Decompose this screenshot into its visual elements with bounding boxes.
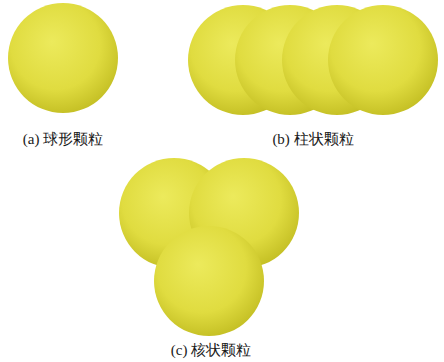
figure-caption: (c) 核状颗粒 <box>171 341 251 359</box>
columnar-particle <box>188 5 438 115</box>
nuclear-particle <box>119 158 299 336</box>
sphere <box>8 3 118 113</box>
spherical-particle <box>8 3 118 113</box>
figure-caption: (b) 柱状颗粒 <box>272 130 353 148</box>
sphere <box>328 5 438 115</box>
sphere <box>154 226 264 336</box>
figure-caption: (a) 球形颗粒 <box>23 130 103 148</box>
